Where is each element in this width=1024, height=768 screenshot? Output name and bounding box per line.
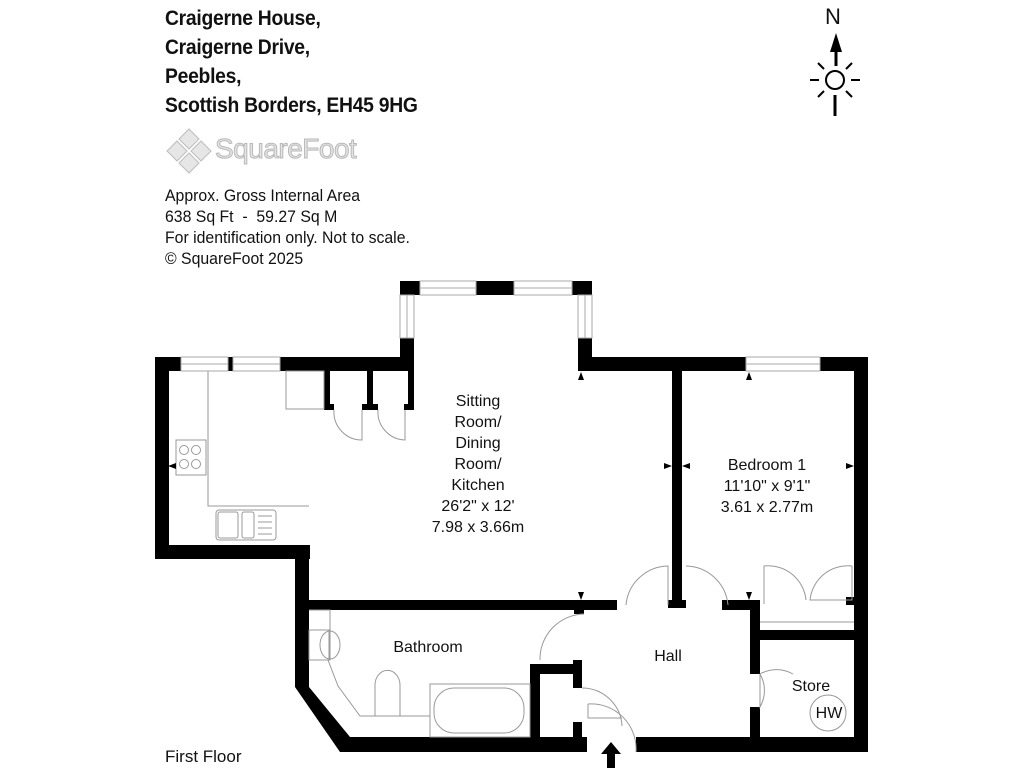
info-line-2: 638 Sq Ft - 59.27 Sq M xyxy=(165,207,338,226)
room-name: Bedroom 1 xyxy=(727,457,807,474)
room-dimensions-metric: 3.61 x 2.77m xyxy=(720,499,814,516)
room-name-line: Room/ xyxy=(454,414,502,431)
info-line-4: © SquareFoot 2025 xyxy=(165,249,304,268)
logo-text: SquareFoot xyxy=(214,133,357,165)
compass: N xyxy=(800,0,880,125)
room-dimensions-metric: 7.98 x 3.66m xyxy=(431,519,525,536)
windows xyxy=(180,280,821,372)
room-name-line: Kitchen xyxy=(451,477,505,494)
area-info: Approx. Gross Internal Area 638 Sq Ft - … xyxy=(165,185,410,269)
room-hall: Hall xyxy=(654,648,682,665)
address-line-1: Craigerne House, xyxy=(165,7,321,30)
room-dimensions-imperial: 11'10" x 9'1" xyxy=(723,478,811,495)
room-dimensions-imperial: 26'2" x 12' xyxy=(441,498,515,515)
room-bedroom-1: Bedroom 1 11'10" x 9'1" 3.61 x 2.77m xyxy=(721,455,814,518)
entrance-arrow-icon xyxy=(601,742,621,768)
room-bathroom: Bathroom xyxy=(393,639,463,656)
room-name-line: Dining xyxy=(455,435,501,452)
arrow-markers xyxy=(168,372,854,600)
north-arrow-sun-icon xyxy=(810,33,860,116)
info-line-1: Approx. Gross Internal Area xyxy=(165,186,361,205)
address-line-3: Peebles, xyxy=(165,65,242,88)
room-store: Store xyxy=(791,678,831,695)
hot-water-cylinder: HW xyxy=(815,705,843,722)
property-address: Craigerne House, Craigerne Drive, Peeble… xyxy=(165,4,418,120)
room-sitting-dining-kitchen: Sitting Room/ Dining Room/ Kitchen 26'2"… xyxy=(432,391,525,538)
address-line-2: Craigerne Drive, xyxy=(165,36,310,59)
room-name-line: Sitting xyxy=(455,393,501,410)
address-line-4: Scottish Borders, EH45 9HG xyxy=(165,94,418,117)
squarefoot-logo-icon xyxy=(166,128,212,174)
room-name-line: Room/ xyxy=(454,456,502,473)
walls xyxy=(155,281,868,752)
info-line-3: For identification only. Not to scale. xyxy=(165,228,410,247)
fixtures xyxy=(175,370,854,753)
squarefoot-logo: SquareFoot xyxy=(165,127,365,175)
north-label: N xyxy=(825,4,841,29)
floor-label: First Floor xyxy=(165,747,242,766)
